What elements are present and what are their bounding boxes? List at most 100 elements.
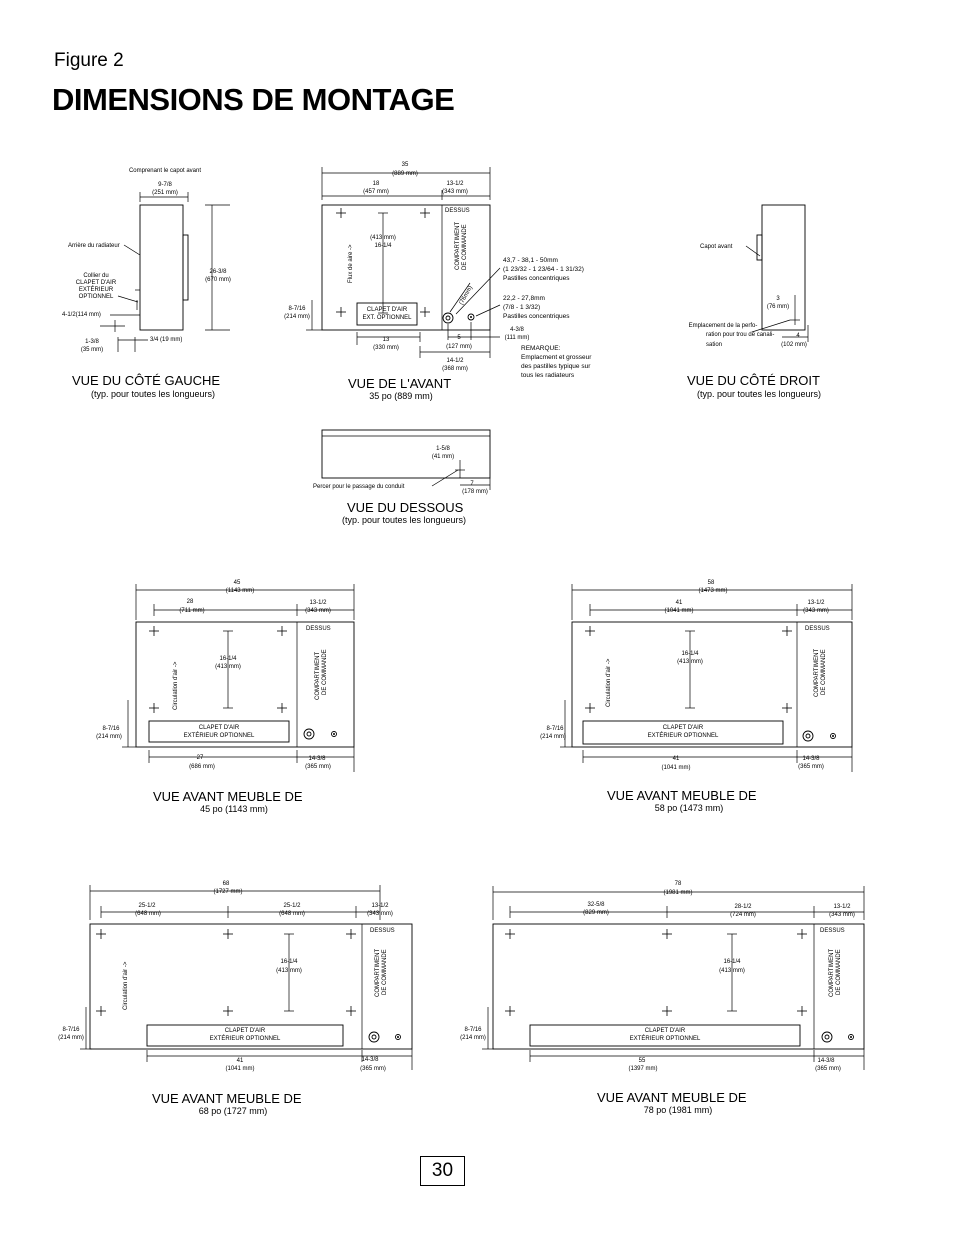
collier-line-4: OPTIONNEL <box>79 294 114 300</box>
bottom-view-caption: VUE DU DESSOUS <box>347 500 464 515</box>
front-c-mm: (111 mm) <box>505 335 530 341</box>
left-h: 26-3/8 <box>209 269 227 275</box>
front-h: 8-7/16 <box>288 306 306 312</box>
cab68-h: 8-7/16 <box>62 1027 80 1033</box>
cabinet-68-view: 68 (1727 mm) 25-1/2 (648 mm) 25-1/2 (648… <box>58 881 413 1116</box>
cab45-circ: Circulation d'air -> <box>173 661 179 710</box>
cab78-a2: 28-1/2 <box>734 904 752 910</box>
cab45-h: 8-7/16 <box>102 726 120 732</box>
right-side-view: Capot avant 3 (76 mm) Emplacement de la … <box>687 204 821 399</box>
cab45-r: 13-1/2 <box>309 600 327 606</box>
front-f: 14-1/2 <box>446 358 464 364</box>
cab78-dessus: DESSUS <box>820 928 845 934</box>
cab45-mid-mm: (413 mm) <box>215 664 241 670</box>
cab78-h: 8-7/16 <box>464 1027 482 1033</box>
cab45-compart-1: COMPARTIMENT <box>315 652 321 700</box>
cab68-sub: 68 po (1727 mm) <box>199 1106 268 1116</box>
cab78-caption: VUE AVANT MEUBLE DE <box>597 1090 747 1105</box>
cabinet-78-view: 78 (1981 mm) 32-5/8 (829 mm) 28-1/2 (724… <box>460 881 865 1115</box>
cab45-br: 14-3/8 <box>308 756 326 762</box>
cab68-br: 14-3/8 <box>361 1057 379 1063</box>
front-cabinet-outline <box>321 204 491 331</box>
cab78-br: 14-3/8 <box>817 1058 835 1064</box>
cab68-a2: 25-1/2 <box>283 903 301 909</box>
cab45-mid: 16-1/4 <box>219 656 237 662</box>
front-b-mm: (343 mm) <box>442 189 468 195</box>
cab68-dessus: DESSUS <box>370 928 395 934</box>
cab78-a-mm: (829 mm) <box>583 910 609 916</box>
cab45-h-mm: (214 mm) <box>96 734 122 740</box>
right-b: 4 <box>796 333 800 339</box>
cab78-clapet-1: CLAPET D'AIR <box>645 1028 686 1034</box>
left-d3: 1-3/8 <box>85 339 99 345</box>
cab78-mid: 16-1/4 <box>723 959 741 965</box>
bottom-a-mm: (41 mm) <box>432 454 454 460</box>
front-e: 13 <box>383 337 390 343</box>
cab58-mid-mm: (413 mm) <box>677 659 703 665</box>
front-rem-4: tous les radiateurs <box>521 372 575 379</box>
cab78-compart-1: COMPARTIMENT <box>829 949 835 997</box>
front-flux: Flux de aire -> <box>348 244 354 283</box>
cab45-bot-mm: (686 mm) <box>189 764 215 770</box>
page-number: 30 <box>420 1156 465 1186</box>
cab78-bot: 55 <box>639 1058 646 1064</box>
cab78-sub: 78 po (1981 mm) <box>644 1105 713 1115</box>
front-rem-2: Emplacment et grosseur <box>521 354 592 361</box>
left-d1: 9-7/8 <box>158 182 172 188</box>
cab58-w: 58 <box>708 580 715 586</box>
collier-line-3: EXTÉRIEUR <box>79 286 114 293</box>
front-d: 5 <box>457 335 461 341</box>
cab78-h-mm: (214 mm) <box>460 1035 486 1041</box>
collier-line-2: CLAPET D'AIR <box>76 280 117 286</box>
right-cabinet-outline <box>761 204 806 331</box>
cab45-w: 45 <box>234 580 241 586</box>
right-a-mm: (76 mm) <box>767 304 789 310</box>
left-d1-mm: (251 mm) <box>152 190 178 196</box>
right-view-sub: (typ. pour toutes les longueurs) <box>697 389 821 399</box>
cab58-compart-2: DE COMMANDE <box>821 649 827 695</box>
cab68-compart-1: COMPARTIMENT <box>375 949 381 997</box>
cab58-h: 8-7/16 <box>546 726 564 732</box>
front-view-caption: VUE DE L'AVANT <box>348 376 451 391</box>
cab58-w-mm: (1473 mm) <box>698 588 727 594</box>
cab45-clapet-1: CLAPET D'AIR <box>199 725 240 731</box>
left-h-mm: (670 mm) <box>205 277 231 283</box>
left-cabinet-outline <box>139 204 184 331</box>
cab68-mid: 16-1/4 <box>280 959 298 965</box>
front-p2c: Pastilles concentriques <box>503 313 570 320</box>
cab45-caption: VUE AVANT MEUBLE DE <box>153 789 303 804</box>
cab45-r-mm: (343 mm) <box>305 608 331 614</box>
front-a-mm: (457 mm) <box>363 189 389 195</box>
right-note-1: Emplacement de la perfo- <box>689 323 758 329</box>
front-clapet-2: EXT. OPTIONNEL <box>362 315 412 321</box>
cab58-br: 14-3/8 <box>802 756 820 762</box>
cab78-a2-mm: (724 mm) <box>730 912 756 918</box>
cab68-compart-2: DE COMMANDE <box>382 949 388 995</box>
front-rem-3: des pastilles typique sur <box>521 363 591 370</box>
cab68-r: 13-1/2 <box>371 903 389 909</box>
front-compart-1: COMPARTIMENT <box>455 222 461 270</box>
cab68-mid-mm: (413 mm) <box>276 968 302 974</box>
bottom-percer: Percer pour le passage du conduit <box>313 484 405 490</box>
cab45-w-mm: (1143 mm) <box>226 588 255 594</box>
cab58-a: 41 <box>676 600 683 606</box>
front-p1c: Pastilles concentriques <box>503 275 570 282</box>
front-p2: 22,2 - 27,8mm <box>503 295 545 302</box>
right-note-2: ration pour trou de canali- <box>706 332 774 338</box>
cab45-a-mm: (711 mm) <box>179 608 204 614</box>
cab78-mid-mm: (413 mm) <box>719 968 745 974</box>
cab45-br-mm: (365 mm) <box>305 764 331 770</box>
left-side-view: Comprenant le capot avant 9-7/8 (251 mm)… <box>62 168 231 399</box>
cab68-circ: Circulation d'air -> <box>123 961 129 1010</box>
front-clapet-1: CLAPET D'AIR <box>367 307 408 313</box>
front-w-mm: (889 mm) <box>392 171 418 177</box>
cab45-compart-2: DE COMMANDE <box>322 649 328 695</box>
cab78-clapet-2: EXTÉRIEUR OPTIONNEL <box>630 1035 701 1042</box>
cab68-caption: VUE AVANT MEUBLE DE <box>152 1091 302 1106</box>
front-p1b: (1 23/32 - 1 23/64 - 1 31/32) <box>503 266 584 273</box>
left-view-caption: VUE DU CÔTÉ GAUCHE <box>72 373 220 388</box>
cab58-clapet-1: CLAPET D'AIR <box>663 725 704 731</box>
cab68-h-mm: (214 mm) <box>58 1035 84 1041</box>
front-w: 35 <box>402 162 409 168</box>
cab78-r-mm: (343 mm) <box>829 912 855 918</box>
